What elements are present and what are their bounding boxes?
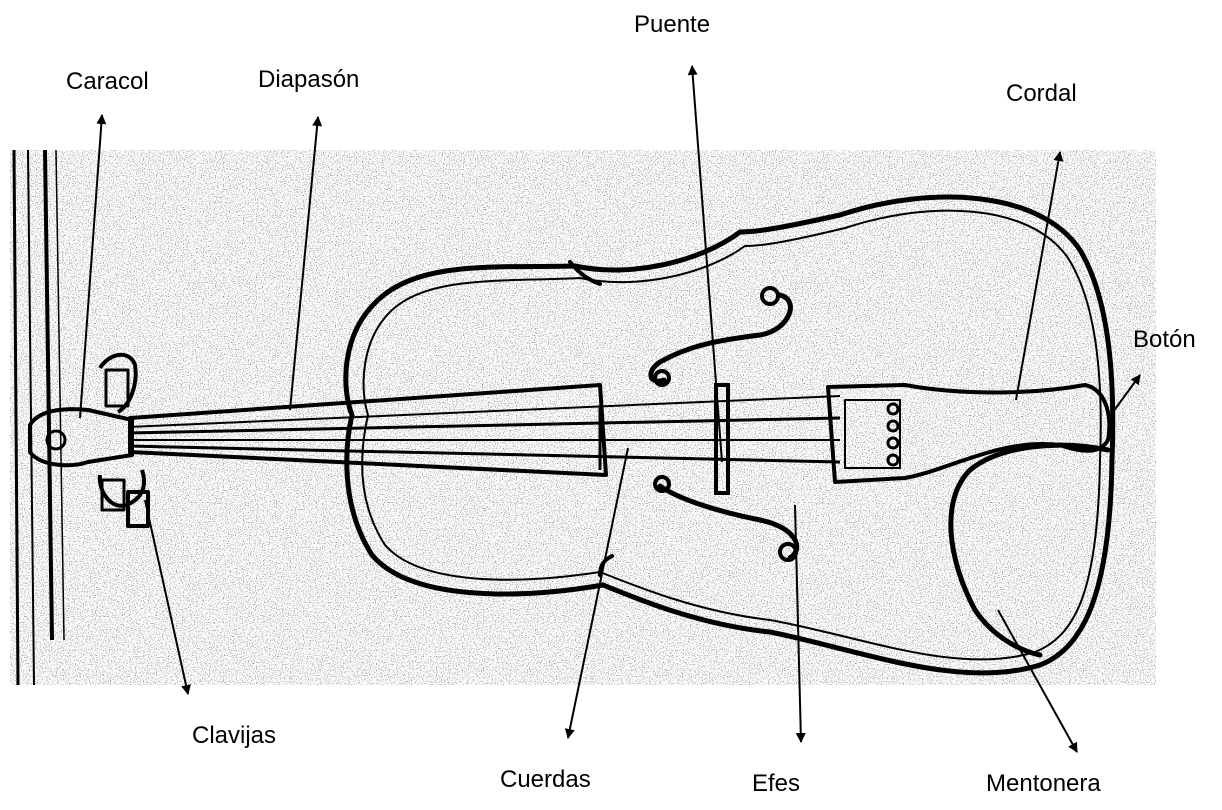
label-clavijas: Clavijas bbox=[192, 724, 276, 748]
label-caracol: Caracol bbox=[66, 70, 149, 94]
label-efes: Efes bbox=[752, 772, 800, 796]
label-puente: Puente bbox=[634, 13, 710, 37]
label-cuerdas: Cuerdas bbox=[500, 768, 591, 792]
label-mentonera: Mentonera bbox=[986, 772, 1101, 796]
label-diapason: Diapasón bbox=[258, 68, 359, 92]
photo-background bbox=[10, 150, 1156, 685]
label-boton: Botón bbox=[1133, 328, 1196, 352]
label-cordal: Cordal bbox=[1006, 82, 1077, 106]
